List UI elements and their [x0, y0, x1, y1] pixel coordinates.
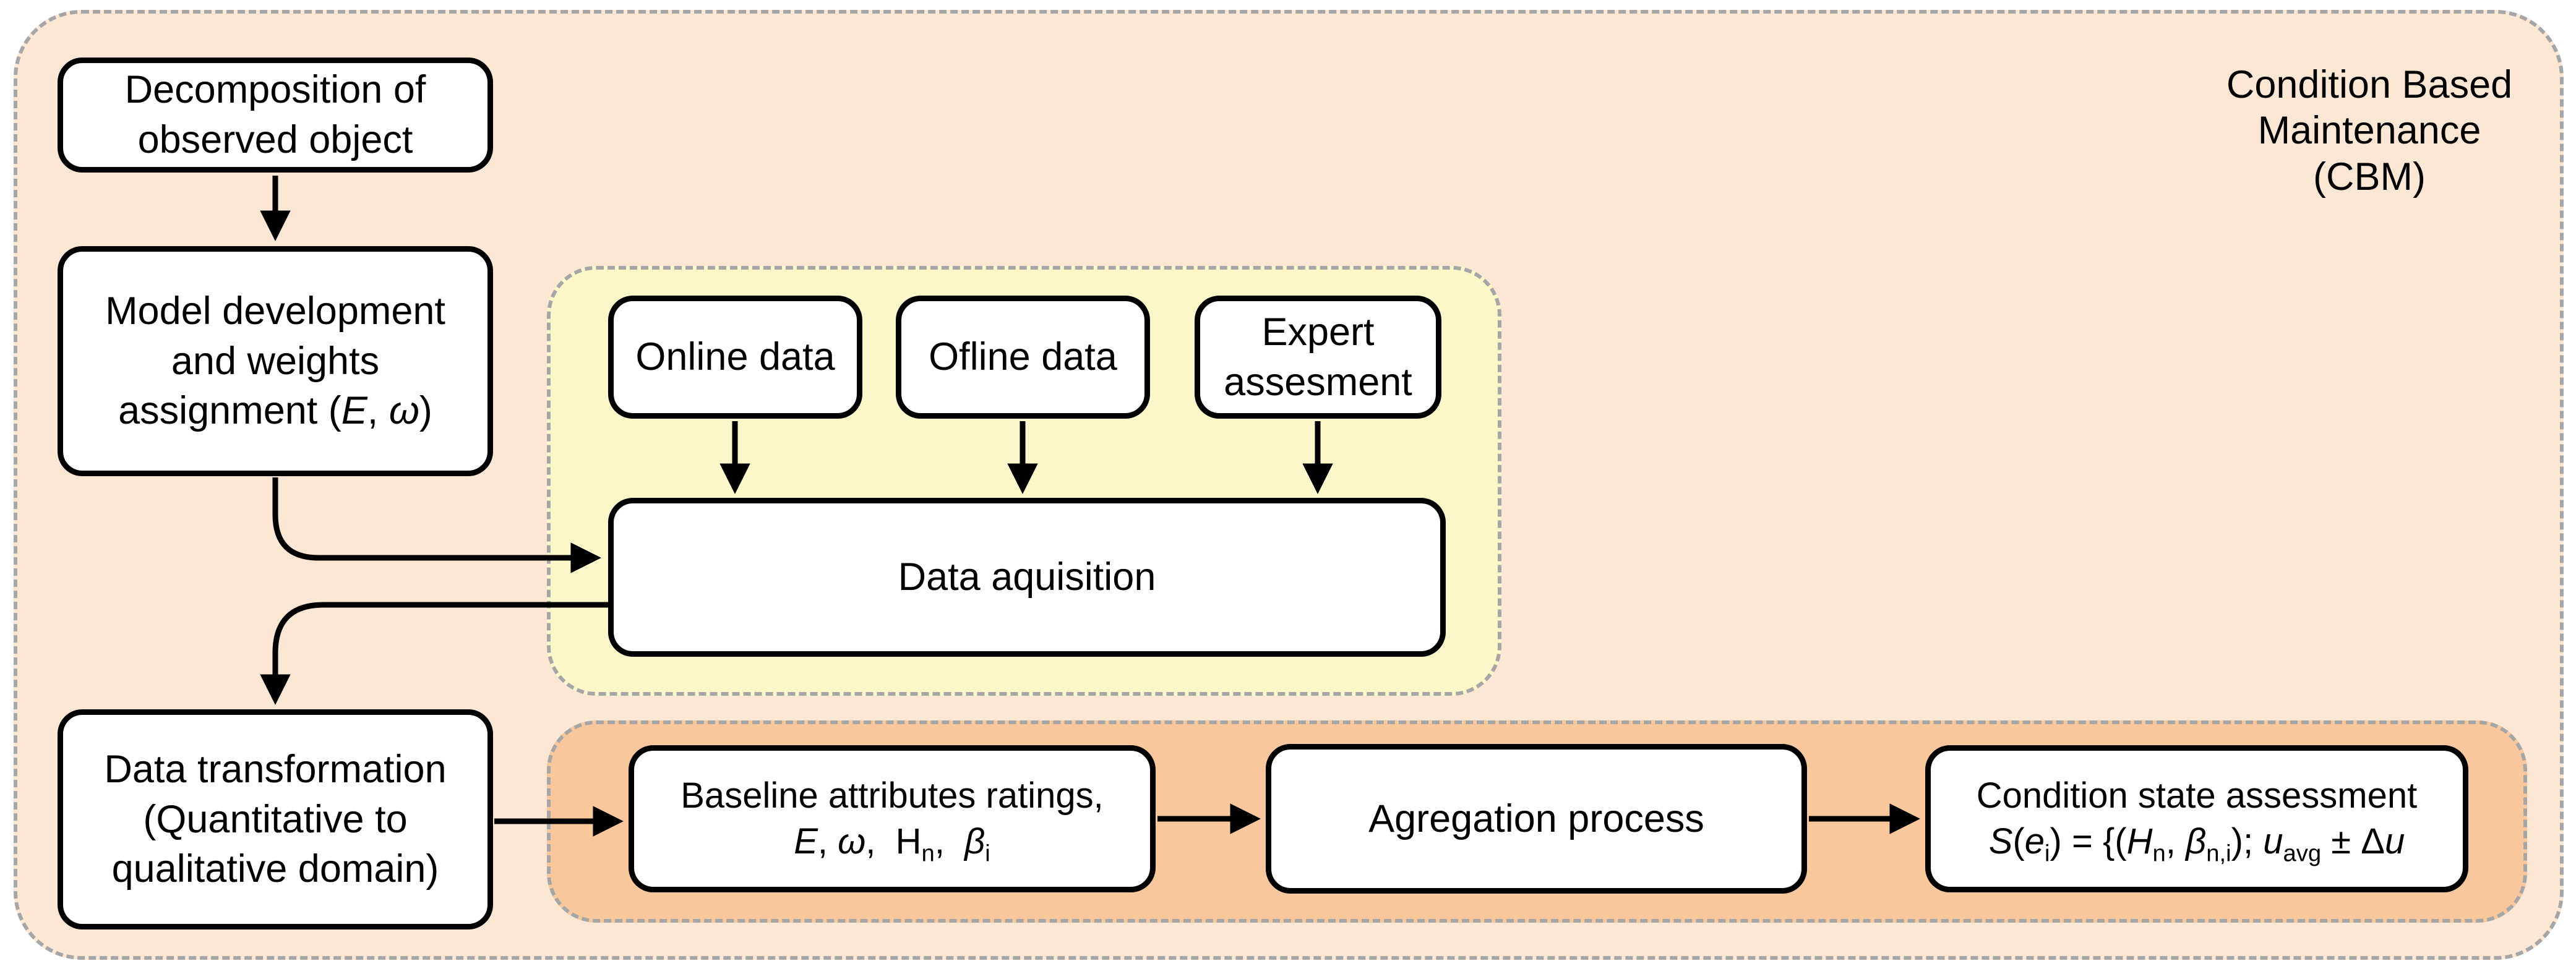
node-online-data: Online data [608, 296, 862, 419]
node-agregation-process: Agregation process [1266, 744, 1807, 894]
node-baseline-attributes-ratings: Baseline attributes ratings,E, ω, Hn, βi [629, 745, 1156, 892]
node-ofline-data: Ofline data [896, 296, 1150, 419]
node-data-aquisition: Data aquisition [608, 498, 1446, 657]
